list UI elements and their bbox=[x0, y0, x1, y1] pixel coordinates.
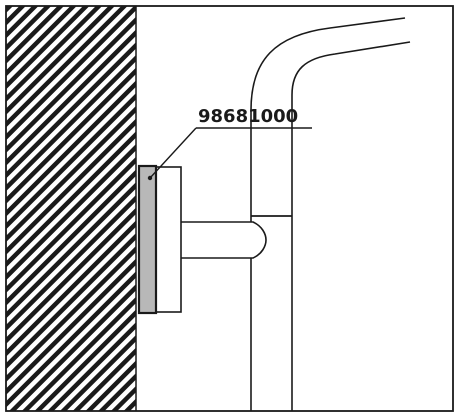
part-number-label: 98681000 bbox=[198, 106, 298, 127]
pipe-inner-line bbox=[291, 41, 411, 411]
leader-line bbox=[149, 127, 197, 179]
diagram-frame bbox=[5, 5, 454, 412]
gasket-part bbox=[137, 164, 158, 315]
wall-hatching bbox=[6, 6, 136, 411]
pipe-outer-line bbox=[250, 17, 406, 411]
wall-flange bbox=[155, 166, 182, 313]
connector-arm bbox=[181, 221, 267, 259]
leader-dot bbox=[147, 175, 153, 181]
